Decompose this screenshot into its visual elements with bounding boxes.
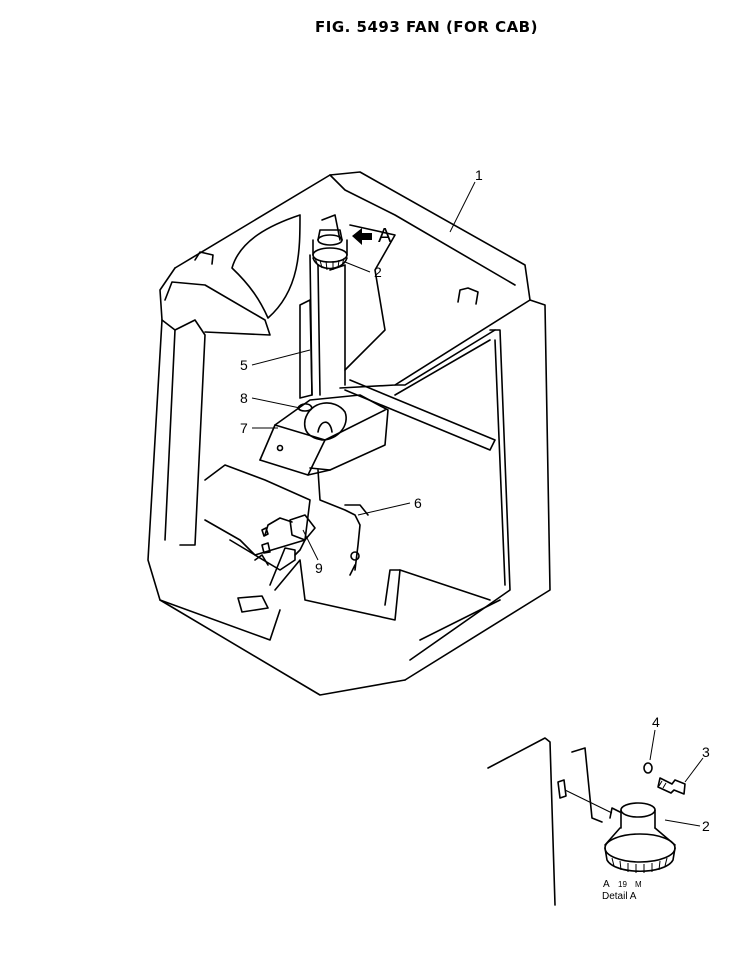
fan-assembly: [312, 229, 348, 271]
callout-9: 9: [315, 560, 323, 576]
callout-5: 5: [240, 357, 248, 373]
detail-callout-2: 2: [702, 818, 710, 834]
callout-2: 2: [374, 264, 382, 280]
detail-a: [487, 729, 704, 906]
detail-callout-3: 3: [702, 744, 710, 760]
callout-8: 8: [240, 390, 248, 406]
detail-callout-4: 4: [652, 714, 660, 730]
detail-caption-num: 19: [618, 880, 627, 889]
callout-6: 6: [414, 495, 422, 511]
detail-caption-label: Detail A: [602, 891, 637, 902]
page-title: FIG. 5493 FAN (FOR CAB): [315, 18, 538, 36]
view-arrow-a: [352, 228, 372, 245]
callout-view-a: A: [378, 225, 392, 247]
callout-leaders: [251, 181, 476, 561]
callout-1: 1: [475, 167, 483, 183]
fan-mount-bracket: [299, 214, 346, 399]
callout-7: 7: [240, 420, 248, 436]
detail-caption-m: M: [635, 880, 642, 889]
switch-box: [259, 394, 389, 476]
cab-body: [147, 171, 551, 696]
detail-caption-a: A: [603, 879, 610, 890]
wiring-harness: [254, 469, 369, 576]
